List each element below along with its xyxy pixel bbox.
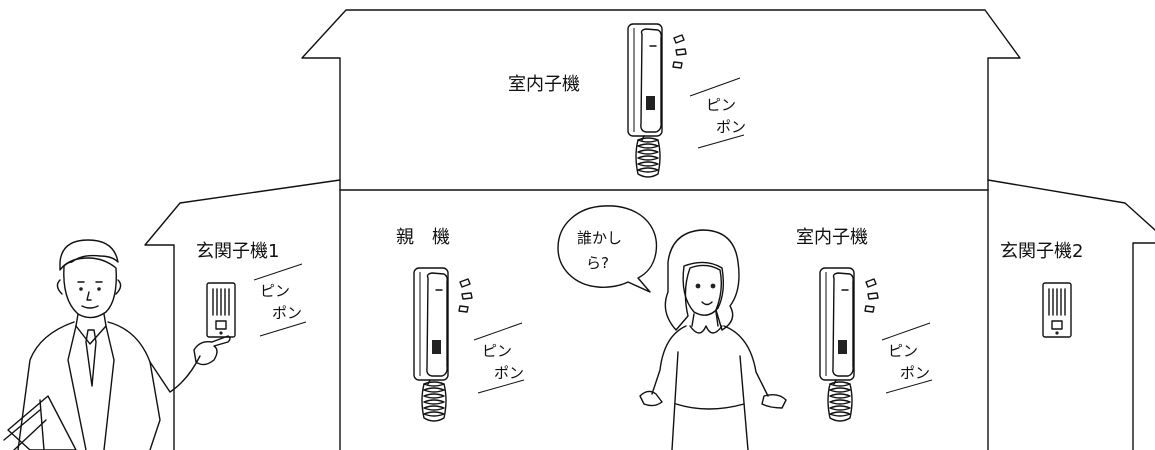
entrance-unit-2-label: 玄関子機2: [1000, 241, 1083, 262]
upstairs-handset-label: 室内子機: [508, 74, 580, 95]
speech-bubble-line2: ら?: [586, 254, 609, 272]
entrance-unit-2: 玄関子機2: [1000, 241, 1083, 338]
speech-bubble: 誰かし ら?: [557, 205, 658, 293]
house-outline: [144, 9, 1155, 450]
master-chime-line2: ポン: [494, 364, 524, 382]
upstairs-handset-unit: 室内子機 ピン ポン: [508, 23, 746, 178]
master-chime-line1: ピン: [482, 342, 512, 360]
entrance-unit-1-label: 玄関子機1: [196, 241, 279, 262]
speech-bubble-line1: 誰かし: [577, 229, 622, 247]
visitor-man-illustration: [3, 239, 231, 450]
master-unit-label: 親 機: [396, 227, 450, 248]
woman-illustration: [639, 229, 787, 450]
upstairs-chime-line1: ピン: [706, 96, 736, 114]
downstairs-chime-line1: ピン: [888, 342, 918, 360]
downstairs-handset-label: 室内子機: [796, 227, 868, 248]
downstairs-chime-line2: ポン: [900, 364, 930, 382]
downstairs-handset-unit: 室内子機 ピン ポン: [796, 227, 933, 422]
upstairs-chime-line2: ポン: [716, 118, 746, 136]
entrance1-chime-line2: ポン: [272, 304, 302, 322]
master-unit: 親 機 ピン ポン: [396, 227, 525, 422]
entrance-unit-1: 玄関子機1 ピン ポン: [196, 241, 307, 338]
entrance1-chime-line1: ピン: [260, 282, 290, 300]
